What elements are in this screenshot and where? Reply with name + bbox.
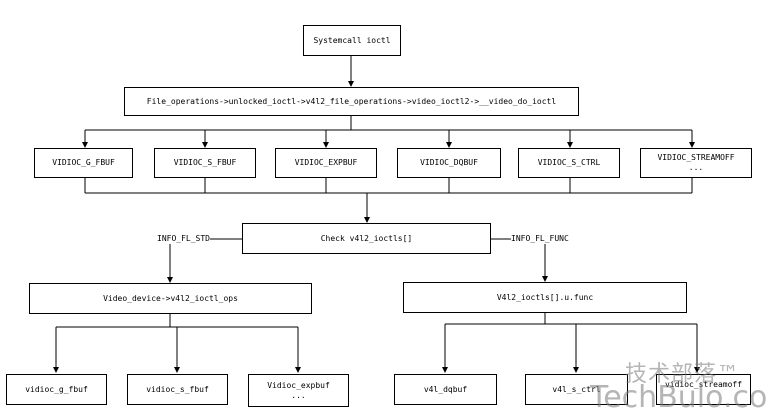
node-vidioc-s-fbuf-label: VIDIOC_S_FBUF bbox=[173, 158, 237, 167]
node-check-v4l2-ioctls-label: Check v4l2_ioctls[] bbox=[320, 233, 413, 243]
node-v4l2-ioctls-func: V4l2_ioctls[].u.func bbox=[403, 282, 687, 313]
node-vidioc-streamoff-ellipsis: ... bbox=[688, 163, 704, 172]
node-vidioc-expbuf-impl-label: Vidioc_expbuf bbox=[267, 380, 330, 390]
node-video-device-ioctl-ops: Video_device->v4l2_ioctl_ops bbox=[29, 283, 312, 314]
node-vidioc-g-fbuf: VIDIOC_G_FBUF bbox=[34, 148, 133, 178]
node-video-device-label: Video_device->v4l2_ioctl_ops bbox=[103, 293, 238, 303]
node-vidioc-s-ctrl: VIDIOC_S_CTRL bbox=[518, 148, 620, 178]
node-vidioc-g-fbuf-impl: vidioc_g_fbuf bbox=[6, 374, 107, 405]
node-vidioc-g-fbuf-label: VIDIOC_G_FBUF bbox=[52, 158, 115, 167]
edge-label-info-fl-func: INFO_FL_FUNC bbox=[511, 234, 569, 244]
node-check-v4l2-ioctls: Check v4l2_ioctls[] bbox=[242, 223, 491, 254]
watermark-site: TechBulo.com bbox=[590, 380, 769, 415]
watermark-chinese: 技术部落™ bbox=[625, 362, 741, 387]
node-v4l-s-ctrl: v4l_s_ctrl bbox=[525, 374, 628, 405]
node-v4l-dqbuf: v4l_dqbuf bbox=[394, 374, 497, 405]
edge-func-branch bbox=[491, 238, 548, 282]
node-vidioc-g-fbuf-impl-label: vidioc_g_fbuf bbox=[25, 384, 88, 394]
node-file-operations-label: File_operations->unlocked_ioctl->v4l2_fi… bbox=[146, 96, 557, 106]
edge-std-branch bbox=[167, 238, 242, 283]
node-vidioc-dqbuf: VIDIOC_DQBUF bbox=[397, 148, 501, 178]
node-vidioc-expbuf-label: VIDIOC_EXPBUF bbox=[294, 158, 358, 167]
node-vidioc-streamoff-impl-label: vidioc_streamoff bbox=[664, 380, 743, 389]
edge-label-info-fl-std: INFO_FL_STD bbox=[157, 234, 210, 244]
node-vidioc-s-ctrl-label: VIDIOC_S_CTRL bbox=[537, 158, 601, 167]
node-v4l2-ioctls-func-label: V4l2_ioctls[].u.func bbox=[496, 292, 594, 302]
node-vidioc-streamoff-label: VIDIOC_STREAMOFF bbox=[657, 153, 735, 162]
node-v4l-dqbuf-label: v4l_dqbuf bbox=[423, 384, 468, 394]
node-v4l-s-ctrl-label: v4l_s_ctrl bbox=[552, 384, 601, 394]
node-systemcall-ioctl: Systemcall ioctl bbox=[303, 25, 401, 56]
node-vidioc-dqbuf-label: VIDIOC_DQBUF bbox=[420, 158, 478, 167]
node-vidioc-expbuf-impl-ellipsis: ... bbox=[291, 390, 306, 400]
node-vidioc-s-fbuf-impl: vidioc_s_fbuf bbox=[127, 374, 228, 405]
node-vidioc-streamoff: VIDIOC_STREAMOFF ... bbox=[640, 148, 752, 178]
node-vidioc-s-fbuf-impl-label: vidioc_s_fbuf bbox=[146, 384, 209, 394]
node-vidioc-expbuf-impl: Vidioc_expbuf ... bbox=[248, 374, 349, 407]
node-file-operations-chain: File_operations->unlocked_ioctl->v4l2_fi… bbox=[124, 87, 579, 116]
node-vidioc-streamoff-impl: vidioc_streamoff bbox=[656, 374, 751, 405]
node-systemcall-ioctl-label: Systemcall ioctl bbox=[313, 35, 391, 45]
node-vidioc-s-fbuf: VIDIOC_S_FBUF bbox=[154, 148, 256, 178]
node-vidioc-expbuf: VIDIOC_EXPBUF bbox=[275, 148, 377, 178]
